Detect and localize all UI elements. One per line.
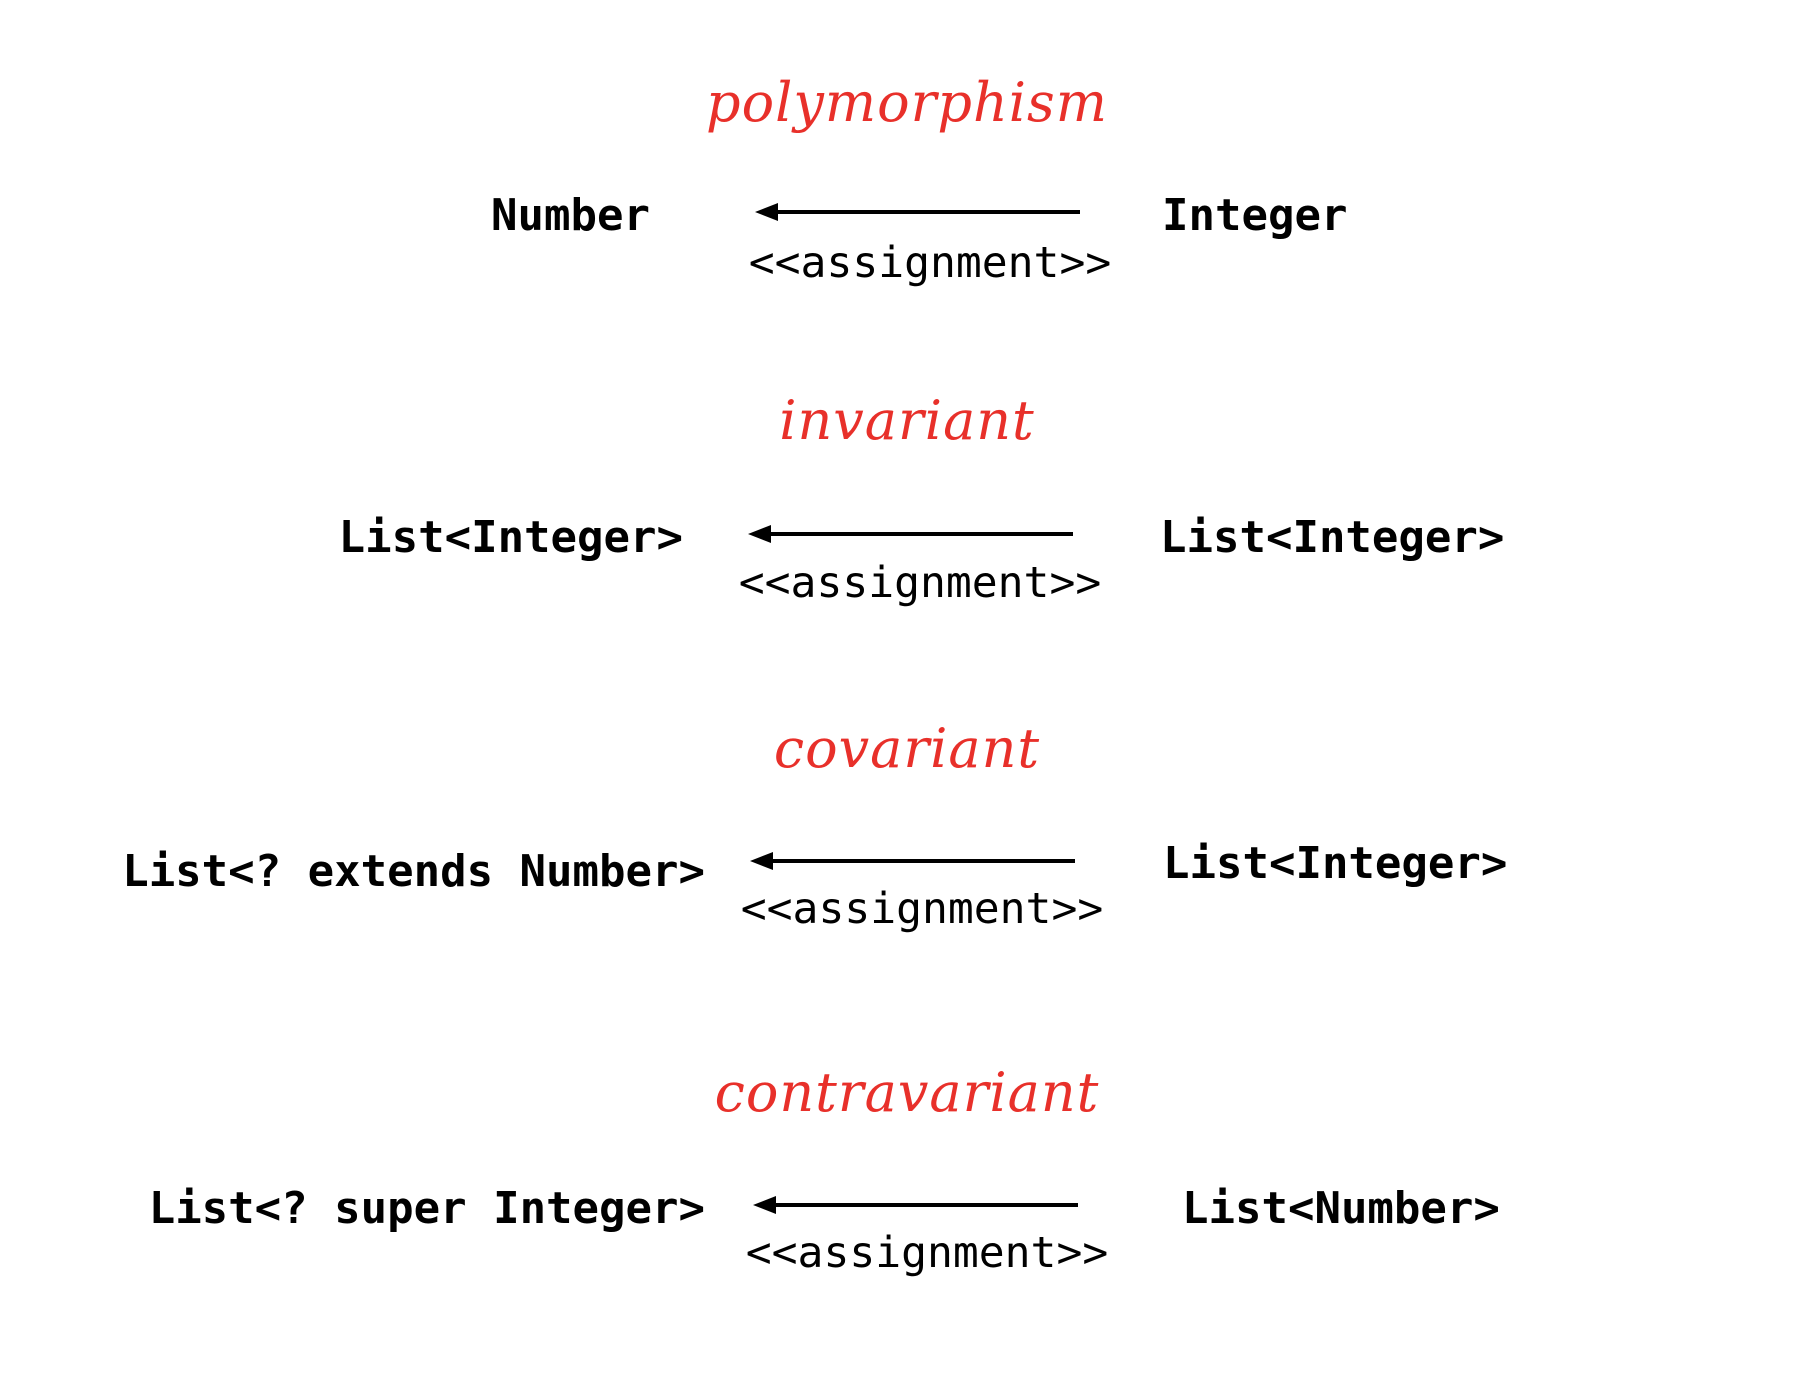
left-type-list-super-integer: List<? super Integer> <box>148 1183 705 1234</box>
assignment-arrow <box>755 203 1080 221</box>
assignment-stereotype: <<assignment>> <box>748 238 1112 288</box>
left-type-list-extends-number: List<? extends Number> <box>122 846 705 897</box>
arrowhead-icon <box>755 203 778 221</box>
left-type-list-integer: List<Integer> <box>338 512 683 563</box>
assignment-stereotype: <<assignment>> <box>745 1228 1109 1278</box>
assignment-arrow <box>748 525 1073 543</box>
section-title-contravariant: contravariant <box>714 1061 1100 1124</box>
right-type-list-number: List<Number> <box>1182 1183 1500 1234</box>
section-title-covariant: covariant <box>773 717 1041 780</box>
arrowhead-icon <box>748 525 771 543</box>
section-title-invariant: invariant <box>779 389 1035 452</box>
right-type-list-integer: List<Integer> <box>1160 512 1505 563</box>
right-type-list-integer: List<Integer> <box>1163 838 1508 889</box>
left-type-number: Number <box>491 190 650 241</box>
assignment-arrow <box>750 852 1075 870</box>
assignment-stereotype: <<assignment>> <box>738 558 1102 608</box>
right-type-integer: Integer <box>1162 190 1348 241</box>
arrowhead-icon <box>753 1196 776 1214</box>
arrowhead-icon <box>750 852 773 870</box>
section-title-polymorphism: polymorphism <box>706 71 1108 134</box>
assignment-arrow <box>753 1196 1078 1214</box>
assignment-stereotype: <<assignment>> <box>740 884 1104 934</box>
